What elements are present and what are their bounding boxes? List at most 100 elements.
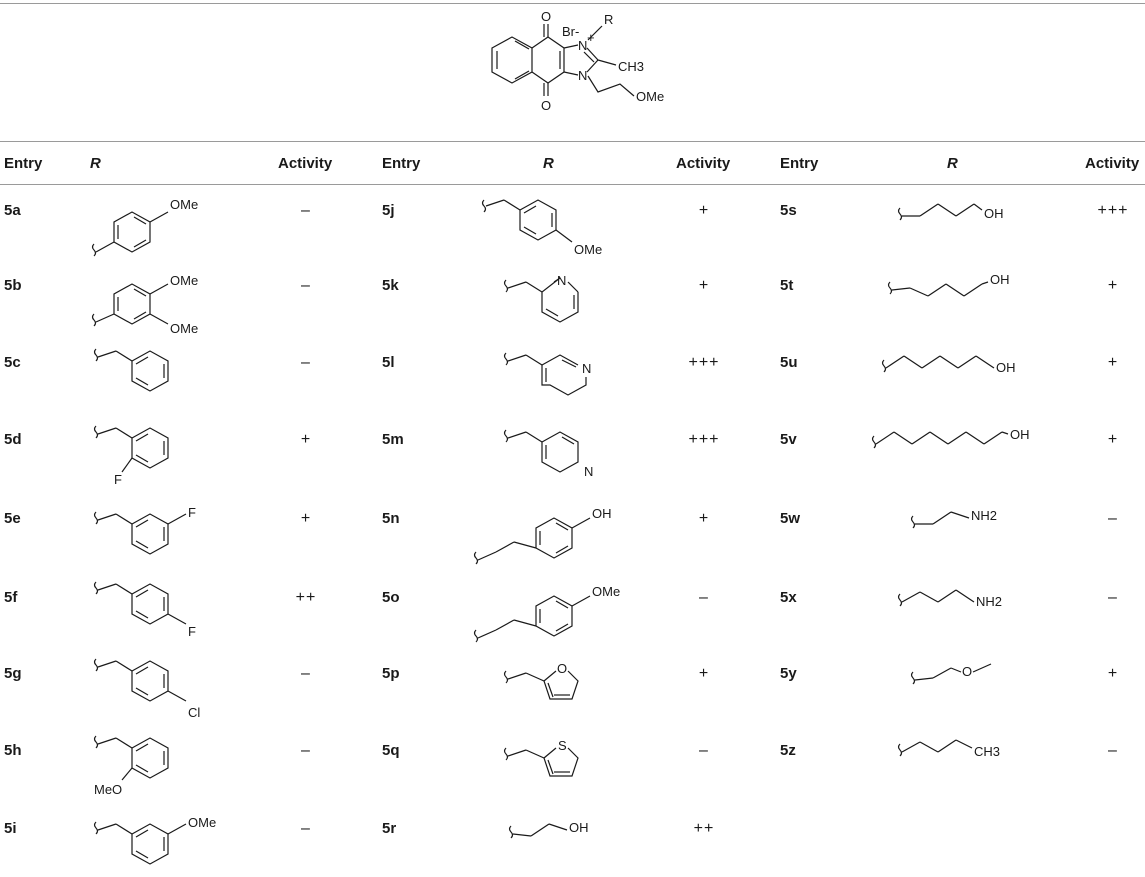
oh-label: OH <box>990 272 1010 287</box>
s-label: S <box>558 738 567 753</box>
scaffold-structure: O O N + N CH3 R Br- OMe <box>491 10 664 113</box>
activity-value: +++ <box>688 431 720 448</box>
ome-label: OMe <box>188 815 216 830</box>
structure-5c <box>93 348 169 392</box>
activity-value: – <box>1108 742 1118 759</box>
activity-value: ++ <box>295 589 317 606</box>
entry-label: 5f <box>4 589 18 606</box>
carbonyl-o-bottom: O <box>541 98 551 113</box>
activity-value: + <box>1107 431 1119 448</box>
structure-5e: F <box>93 505 196 555</box>
activity-value: + <box>300 431 312 448</box>
header-r-2: R <box>543 155 554 172</box>
activity-value: + <box>698 510 710 527</box>
structure-5r: OH <box>508 820 589 839</box>
header-entry-1: Entry <box>4 155 43 172</box>
n-label: N <box>557 273 566 288</box>
entry-label: 5n <box>382 510 400 527</box>
o-label: O <box>557 661 567 676</box>
activity-value: + <box>698 277 710 294</box>
activity-value: ++ <box>693 820 715 837</box>
structure-5z: CH3 <box>897 739 1000 759</box>
ome-label: OMe <box>170 197 198 212</box>
header-bottom-rule <box>0 184 1145 185</box>
activity-value: – <box>301 354 311 371</box>
f-label: F <box>188 624 196 639</box>
entry-label: 5z <box>780 742 796 759</box>
entry-label: 5h <box>4 742 22 759</box>
methyl-label: CH3 <box>618 59 644 74</box>
entry-label: 5r <box>382 820 397 837</box>
oh-label: OH <box>592 506 612 521</box>
structure-5d: F <box>93 425 169 487</box>
entry-label: 5j <box>382 202 395 219</box>
top-rule <box>0 3 1145 4</box>
entry-label: 5t <box>780 277 794 294</box>
structure-5v: OH <box>871 427 1030 449</box>
counter-ion: Br- <box>562 24 579 39</box>
structure-5h: MeO <box>93 735 169 797</box>
entry-label: 5v <box>780 431 797 448</box>
nh2-label: NH2 <box>971 508 997 523</box>
activity-value: – <box>301 820 311 837</box>
entry-label: 5m <box>382 431 404 448</box>
header-activity-1: Activity <box>278 155 333 172</box>
entry-label: 5b <box>4 277 22 294</box>
structure-5m: N <box>503 429 594 479</box>
oh-label: OH <box>996 360 1016 375</box>
n-plus: N <box>578 38 587 53</box>
activity-value: – <box>1108 589 1118 606</box>
header-entry-3: Entry <box>780 155 819 172</box>
activity-value: + <box>1107 665 1119 682</box>
activity-value: + <box>698 202 710 219</box>
nh2-label: NH2 <box>976 594 1002 609</box>
structure-5p: O <box>503 661 579 700</box>
activity-value: – <box>301 742 311 759</box>
entry-label: 5e <box>4 510 21 527</box>
f-label: F <box>188 505 196 520</box>
activity-value: + <box>698 665 710 682</box>
entry-label: 5x <box>780 589 797 606</box>
activity-value: + <box>300 510 312 527</box>
structure-5j: OMe <box>481 199 602 257</box>
activity-value: – <box>301 665 311 682</box>
activity-value: +++ <box>1097 202 1129 219</box>
entry-label: 5i <box>4 820 17 837</box>
structure-5t: OH <box>887 272 1010 297</box>
structure-5a: OMe <box>91 197 198 257</box>
structure-5q: S <box>503 738 579 777</box>
structure-5k: N <box>503 273 579 323</box>
r-substituent: R <box>604 12 613 27</box>
methoxy-label: OMe <box>636 89 664 104</box>
entry-label: 5k <box>382 277 399 294</box>
n-label: N <box>584 464 593 479</box>
activity-value: – <box>301 202 311 219</box>
benzo-ring <box>491 36 533 84</box>
activity-value: +++ <box>688 354 720 371</box>
structure-5n: OH <box>473 506 612 565</box>
entry-label: 5p <box>382 665 400 682</box>
structure-5s: OH <box>897 203 1004 221</box>
entry-label: 5q <box>382 742 400 759</box>
entry-label: 5s <box>780 202 797 219</box>
ome-label: OMe <box>170 321 198 336</box>
ome-label: OMe <box>592 584 620 599</box>
entry-label: 5y <box>780 665 797 682</box>
activity-value: + <box>1107 277 1119 294</box>
structure-5i: OMe <box>93 815 216 865</box>
meo-label: MeO <box>94 782 122 797</box>
ch3-label: CH3 <box>974 744 1000 759</box>
ome-label: OMe <box>574 242 602 257</box>
n-label: N <box>582 361 591 376</box>
activity-value: – <box>699 742 709 759</box>
structure-5f: F <box>93 581 196 639</box>
oh-label: OH <box>569 820 589 835</box>
cl-label: Cl <box>188 705 200 720</box>
structure-5g: Cl <box>93 658 200 720</box>
o-label: O <box>962 664 972 679</box>
entry-label: 5d <box>4 431 22 448</box>
structure-5b: OMe OMe <box>91 273 198 336</box>
ome-label: OMe <box>170 273 198 288</box>
f-label: F <box>114 472 122 487</box>
oh-label: OH <box>984 206 1004 221</box>
